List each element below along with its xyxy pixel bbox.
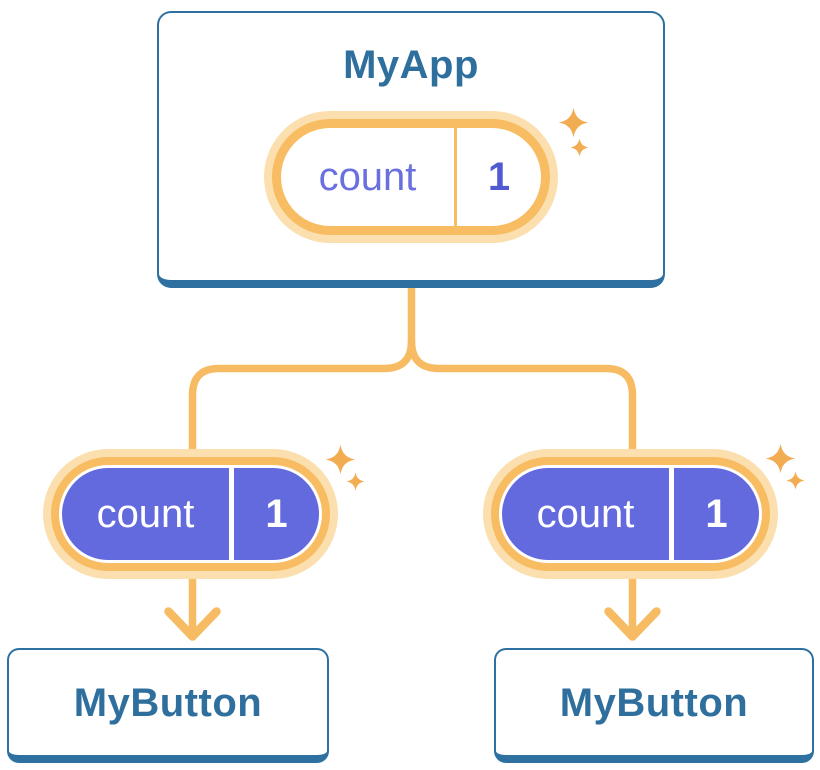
prop-name: count (536, 491, 635, 536)
arrow-down-icon (164, 607, 221, 641)
sparkle-icon (558, 107, 589, 138)
component-card-mybutton-right: MyButton (494, 648, 814, 763)
component-title: MyApp (343, 43, 479, 87)
sparkle-icon (786, 471, 805, 490)
connector-right-branch (407, 340, 637, 634)
arrow-down-icon (604, 607, 661, 641)
sparkle-icon (325, 444, 356, 475)
sparkle-icon (765, 443, 796, 474)
prop-pill-right: count 1 (483, 449, 778, 579)
prop-pill-left: count 1 (43, 449, 338, 579)
state-name: count (318, 154, 417, 199)
prop-value: 1 (669, 468, 759, 560)
state-value: 1 (454, 128, 541, 226)
prop-pill-ring: count 1 (51, 457, 330, 571)
prop-pill-inner: count 1 (59, 465, 322, 563)
state-pill-body: count 1 (281, 128, 541, 226)
component-card-myapp: MyApp count 1 (157, 11, 665, 288)
prop-pill-ring: count 1 (491, 457, 770, 571)
component-title: MyButton (73, 680, 263, 725)
prop-name: count (96, 491, 195, 536)
component-card-mybutton-left: MyButton (7, 648, 329, 763)
state-pill: count 1 (264, 111, 558, 243)
component-title: MyButton (559, 680, 749, 725)
prop-value: 1 (229, 468, 319, 560)
prop-pill-body: count 1 (502, 468, 759, 560)
state-pill-ring: count 1 (272, 119, 550, 235)
sparkle-icon (346, 472, 365, 491)
prop-pill-inner: count 1 (499, 465, 762, 563)
prop-pill-body: count 1 (62, 468, 319, 560)
sparkle-icon (570, 138, 589, 157)
